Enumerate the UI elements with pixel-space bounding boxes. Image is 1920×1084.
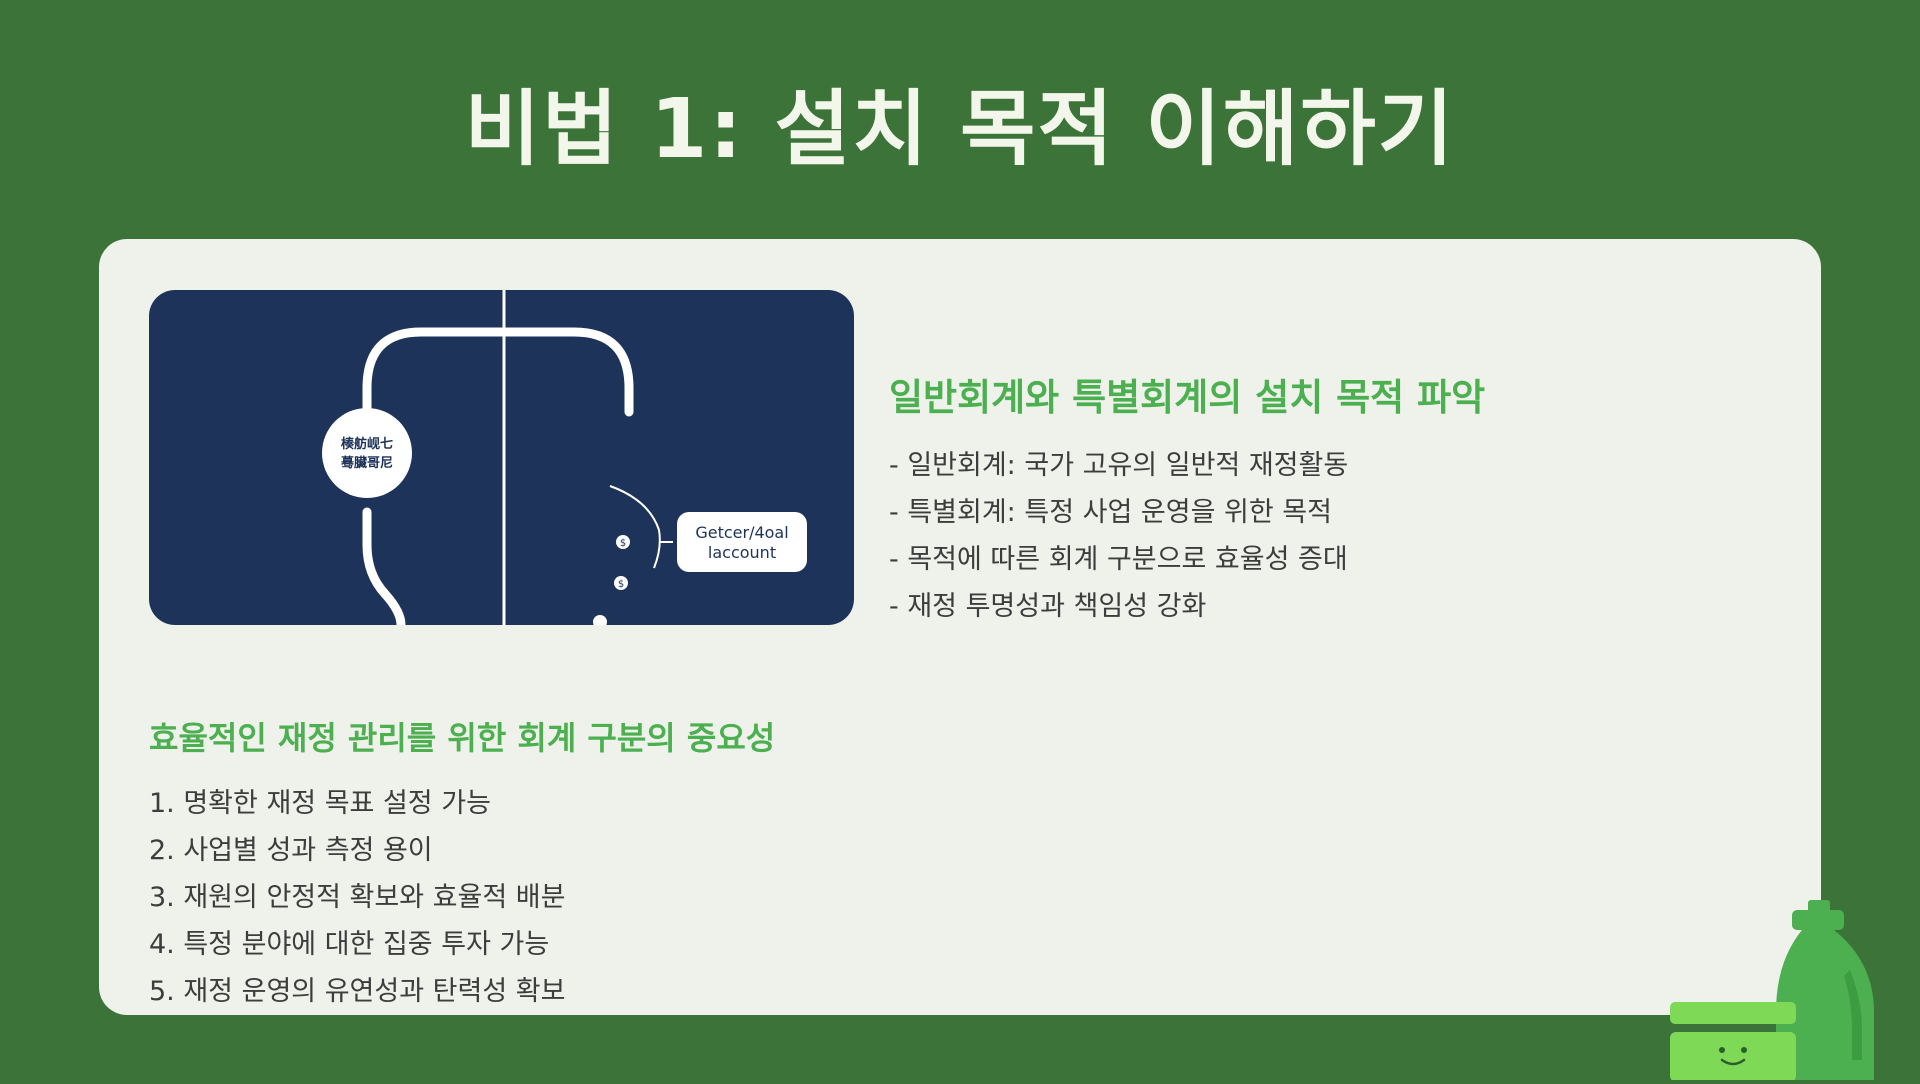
account-label-line1: Getcer/4oal — [695, 523, 788, 542]
slide-title: 비법 1: 설치 목적 이해하기 — [464, 82, 1456, 177]
list-item: 3. 재원의 안정적 확보와 효율적 배분 — [149, 882, 566, 913]
account-diagram-illustration: 楱舫岘七 蓦臟哥尼 $ $ Getcer/4oal laccount — [149, 290, 854, 625]
list-item: 2. 사업별 성과 측정 용이 — [149, 835, 433, 866]
svg-text:$: $ — [620, 538, 626, 549]
purpose-heading: 일반회계와 특별회계의 설치 목적 파악 — [889, 376, 1486, 419]
circle-label-line1: 楱舫岘七 — [340, 436, 393, 452]
purpose-list: - 일반회계: 국가 고유의 일반적 재정활동 - 특별회계: 특정 사업 운영… — [889, 442, 1348, 630]
svg-text:$: $ — [618, 579, 624, 590]
list-item: - 목적에 따른 회계 구분으로 효율성 증대 — [889, 544, 1348, 575]
circle-label-line2: 蓦臟哥尼 — [341, 455, 393, 471]
importance-list: 1. 명확한 재정 목표 설정 가능 2. 사업별 성과 측정 용이 3. 재원… — [149, 780, 565, 1015]
list-item: - 특별회계: 특정 사업 운영을 위한 목적 — [889, 497, 1332, 528]
detergent-bottle-mascot-icon — [1660, 900, 1880, 1084]
list-item: 1. 명확한 재정 목표 설정 가능 — [149, 788, 491, 819]
list-item: - 일반회계: 국가 고유의 일반적 재정활동 — [889, 450, 1349, 481]
list-item: 5. 재정 운영의 유연성과 탄력성 확보 — [149, 976, 566, 1007]
list-item: 4. 특정 분야에 대한 집중 투자 가능 — [149, 929, 550, 960]
importance-heading: 효율적인 재정 관리를 위한 회계 구분의 중요성 — [149, 719, 776, 757]
account-label-line2: laccount — [708, 543, 776, 562]
list-item: - 재정 투명성과 책임성 강화 — [889, 591, 1207, 622]
content-card: 楱舫岘七 蓦臟哥尼 $ $ Getcer/4oal laccount 일반회계와… — [99, 239, 1821, 1015]
